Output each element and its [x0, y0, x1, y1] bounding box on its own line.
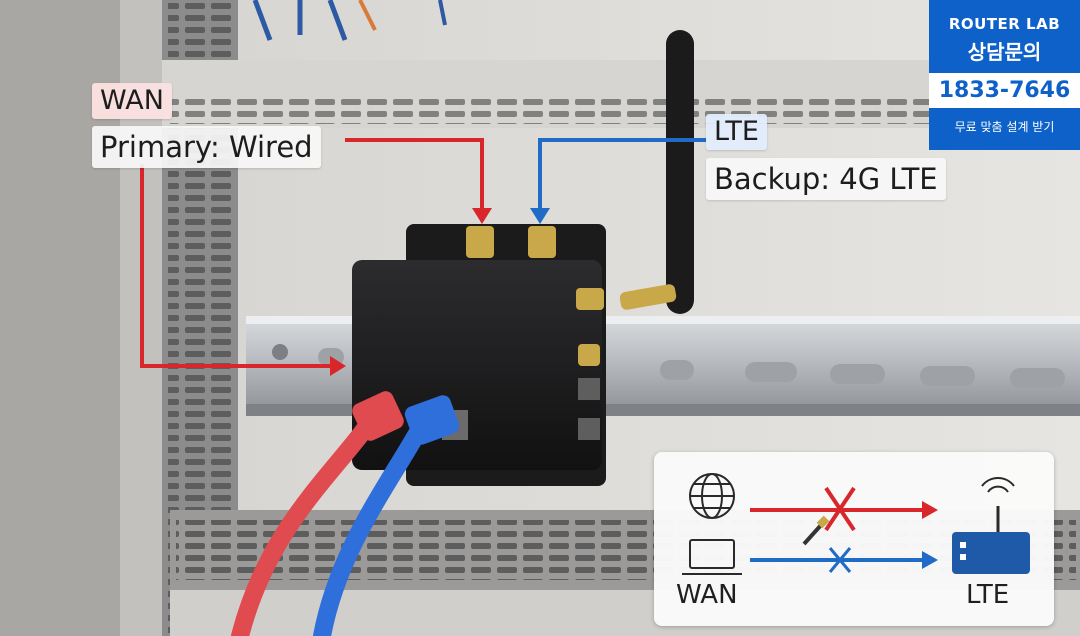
lte-tag-label: LTE	[706, 114, 767, 150]
phone-number[interactable]: 1833-7646	[929, 73, 1080, 108]
wan-tag-label: WAN	[92, 83, 172, 119]
cta-link[interactable]: 무료 맞춤 설계 받기	[954, 120, 1055, 134]
wan-description-label: Primary: Wired	[92, 126, 321, 168]
router-icon	[952, 477, 1030, 574]
brand-name: ROUTER LAB	[948, 15, 1061, 33]
failover-diagram: WAN LTE	[654, 452, 1054, 626]
broken-link-icon	[824, 486, 856, 532]
diagram-lte-label: LTE	[966, 580, 1010, 610]
laptop-icon	[682, 539, 742, 575]
lte-description-label: Backup: 4G LTE	[706, 158, 946, 200]
failover-diagram-graphics	[682, 473, 1030, 575]
contact-banner[interactable]: ROUTER LAB 상담문의 1833-7646 무료 맞춤 설계 받기	[929, 0, 1080, 150]
globe-icon	[689, 473, 735, 519]
diagram-wan-label: WAN	[676, 580, 738, 610]
broken-cable-icon	[802, 515, 830, 546]
contact-title: 상담문의	[967, 40, 1042, 64]
